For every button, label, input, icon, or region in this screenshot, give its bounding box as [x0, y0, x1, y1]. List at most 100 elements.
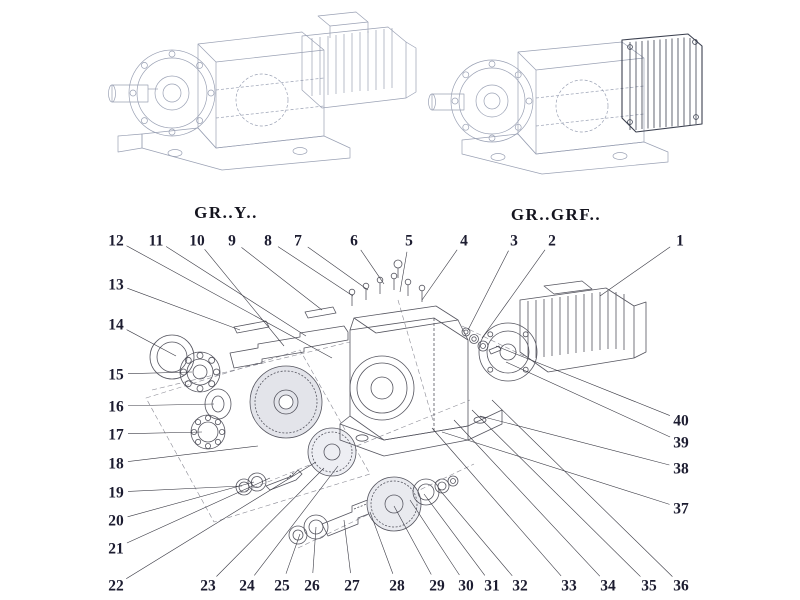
callout-number-20: 20 — [108, 513, 124, 530]
leader-line-15 — [127, 371, 193, 374]
motor-flange — [478, 322, 538, 382]
leader-line-28 — [369, 511, 394, 574]
variant-label-gr-grf: GR..GRF.. — [511, 205, 601, 224]
leader-line-27 — [343, 519, 351, 574]
input-shaft — [229, 325, 349, 369]
leader-line-22 — [126, 461, 317, 579]
ball-bearing-upper — [179, 351, 221, 393]
callout-number-30: 30 — [458, 578, 474, 595]
leader-line-39 — [505, 361, 671, 438]
callout-number-33: 33 — [561, 578, 577, 595]
mounting-feet-gr-grf — [461, 133, 669, 175]
illustration-gr-grf — [428, 33, 703, 175]
variant-label-gr-y: GR..Y.. — [194, 203, 258, 222]
callout-number-37: 37 — [673, 501, 689, 518]
leader-line-33 — [431, 427, 562, 577]
callout-number-23: 23 — [200, 578, 216, 595]
ball-bearing-lower — [190, 414, 226, 450]
callout-number-12: 12 — [108, 233, 124, 250]
leader-line-30 — [409, 499, 460, 576]
leader-line-8 — [277, 246, 354, 297]
callout-number-13: 13 — [108, 277, 124, 294]
input-adapter-block-gr-grf — [621, 33, 703, 133]
illustration-gr-y — [108, 11, 417, 171]
gear-housing-gr-grf — [517, 41, 645, 155]
input-coupling-parts — [461, 327, 502, 355]
leader-line-25 — [285, 533, 301, 574]
callout-number-19: 19 — [108, 485, 124, 502]
leader-line-40 — [495, 345, 670, 416]
leader-line-36 — [491, 399, 673, 577]
housing-bore — [349, 355, 415, 421]
callout-number-18: 18 — [108, 456, 124, 473]
leader-line-23 — [216, 467, 325, 577]
motor-end-cap-gr-y — [405, 41, 417, 99]
callout-number-27: 27 — [344, 578, 360, 595]
callout-number-21: 21 — [108, 541, 124, 558]
shaft-key-long — [233, 320, 270, 334]
motor-terminal-box — [543, 280, 593, 295]
leader-line-38 — [479, 415, 670, 466]
leader-line-31 — [423, 493, 486, 576]
motor-gr-y — [301, 11, 417, 109]
leader-line-14 — [126, 329, 177, 357]
leader-line-19 — [127, 485, 243, 492]
leader-line-29 — [393, 505, 432, 575]
terminal-box-gr-y — [317, 11, 369, 27]
leader-line-11 — [165, 246, 307, 337]
output-bearing-left — [303, 514, 329, 540]
leader-line-3 — [467, 250, 509, 331]
gear-housing — [339, 305, 503, 457]
callout-number-16: 16 — [108, 399, 124, 416]
leader-line-4 — [421, 249, 458, 301]
callout-number-25: 25 — [274, 578, 290, 595]
leader-line-16 — [127, 403, 215, 407]
callout-number-10: 10 — [189, 233, 205, 250]
leader-line-13 — [127, 287, 241, 331]
callout-number-31: 31 — [484, 578, 500, 595]
leader-line-20 — [127, 481, 255, 518]
leader-line-9 — [241, 247, 323, 311]
motor — [478, 280, 647, 382]
callout-number-14: 14 — [108, 317, 124, 334]
mounting-feet-gr-y — [117, 127, 351, 171]
callout-number-34: 34 — [600, 578, 616, 595]
callout-number-32: 32 — [512, 578, 528, 595]
cover-bolts — [348, 259, 426, 306]
adapter-fins — [629, 37, 697, 130]
front-flange-gr-y — [128, 49, 216, 137]
callout-number-2: 2 — [548, 233, 556, 250]
callout-number-17: 17 — [108, 427, 124, 444]
output-shaft-gr-y — [108, 84, 158, 103]
gear-housing-gr-y — [197, 31, 325, 149]
motor-fins-gr-y — [311, 28, 393, 96]
callout-number-39: 39 — [673, 435, 689, 452]
exploded-view — [145, 259, 647, 549]
input-shaft-assembly — [229, 306, 349, 369]
leader-line-24 — [254, 465, 339, 576]
leader-line-10 — [204, 249, 285, 347]
leader-line-17 — [127, 431, 203, 435]
front-flange-gr-grf — [450, 59, 534, 143]
large-helical-gear — [249, 365, 323, 439]
callout-number-28: 28 — [389, 578, 405, 595]
callout-number-29: 29 — [429, 578, 445, 595]
callout-number-26: 26 — [304, 578, 320, 595]
leader-line-26 — [312, 526, 317, 574]
foot-bolt-hole — [473, 416, 487, 424]
leader-line-6 — [360, 249, 385, 285]
intermediate-gear — [307, 427, 357, 477]
leader-line-7 — [307, 246, 369, 291]
callout-number-36: 36 — [673, 578, 689, 595]
foot-bolt-hole — [355, 434, 369, 442]
callout-number-22: 22 — [108, 578, 124, 595]
leader-line-34 — [453, 419, 601, 577]
shaft-key-short — [304, 306, 337, 319]
callout-number-5: 5 — [405, 233, 413, 250]
alignment-axes — [145, 299, 525, 549]
housing-body — [349, 317, 469, 441]
pinion-shaft — [265, 469, 303, 491]
leader-line-21 — [126, 477, 271, 544]
